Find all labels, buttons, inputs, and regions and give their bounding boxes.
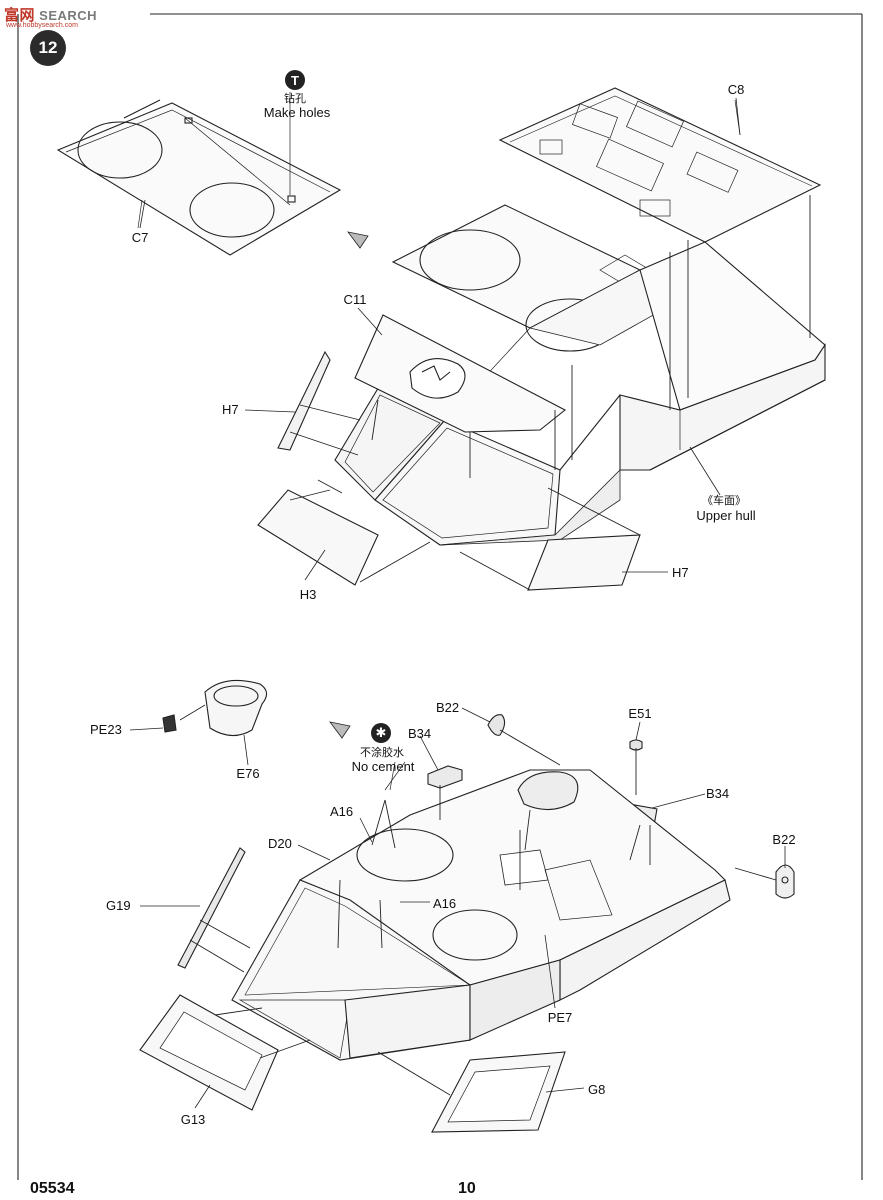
lower-hull-body: [231, 769, 731, 1061]
upper-hull-note-cn: 《车面》: [702, 495, 746, 507]
watermark-logo-2: 网: [19, 7, 36, 24]
part-c8-plate: [498, 87, 822, 243]
label-c7: C7: [131, 230, 149, 245]
label-b34-left: B34: [408, 726, 432, 741]
label-pe7: PE7: [547, 1010, 573, 1025]
drill-icon: T: [285, 70, 305, 90]
label-a16-top: A16: [330, 804, 354, 819]
part-c11-plate: [354, 314, 567, 433]
step-badge: 12: [30, 30, 66, 66]
label-pe23: PE23: [90, 722, 122, 737]
part-g19: [177, 847, 246, 969]
drill-note-en: Make holes: [263, 105, 331, 120]
view-direction-arrows: [329, 231, 369, 739]
footer-page-number: 10: [458, 1180, 476, 1197]
label-e51: E51: [628, 706, 652, 721]
part-h7-right: [527, 534, 641, 591]
drill-note-cn: 钻孔: [284, 93, 306, 105]
leader-lines-bottom: [140, 707, 786, 1109]
watermark-url: www.hobbysearch.com: [6, 22, 78, 29]
footer-product-code: 05534: [30, 1180, 75, 1197]
watermark: 富网 SEARCH: [4, 4, 97, 25]
label-a16-bottom: A16: [433, 896, 457, 911]
label-c11: C11: [343, 292, 367, 307]
upper-hull-note-en: Upper hull: [696, 508, 756, 523]
label-h7-right: H7: [672, 565, 689, 580]
label-b22-top: B22: [436, 700, 460, 715]
label-g8: G8: [588, 1082, 606, 1097]
label-d20: D20: [268, 836, 292, 851]
watermark-logo: 富: [4, 7, 20, 24]
part-h3: [257, 489, 379, 586]
label-g13: G13: [180, 1112, 206, 1127]
watermark-text: SEARCH: [39, 8, 98, 23]
part-g13: [139, 994, 279, 1111]
leader-lines-top: [139, 97, 741, 581]
part-h7-left: [277, 350, 331, 451]
no-cement-icon: ✱: [371, 723, 391, 743]
label-h3: H3: [299, 587, 317, 602]
guide-arrows-bottom: [189, 729, 777, 1096]
part-c7-plate: [56, 92, 342, 256]
label-h7-left: H7: [222, 402, 239, 417]
page-frame: [17, 13, 863, 1180]
no-cement-note-cn: 不涂胶水: [360, 747, 404, 759]
upper-hull-top: [334, 204, 826, 546]
label-e76: E76: [236, 766, 260, 781]
part-e76-pe23: [129, 679, 268, 766]
part-g8: [431, 1051, 566, 1133]
no-cement-note-en: No cement: [351, 759, 415, 774]
label-b22-right: B22: [772, 832, 796, 847]
label-g19: G19: [106, 898, 131, 913]
label-c8: C8: [727, 82, 745, 97]
guide-arrows-top: [289, 195, 811, 591]
label-b34-right: B34: [706, 786, 730, 801]
